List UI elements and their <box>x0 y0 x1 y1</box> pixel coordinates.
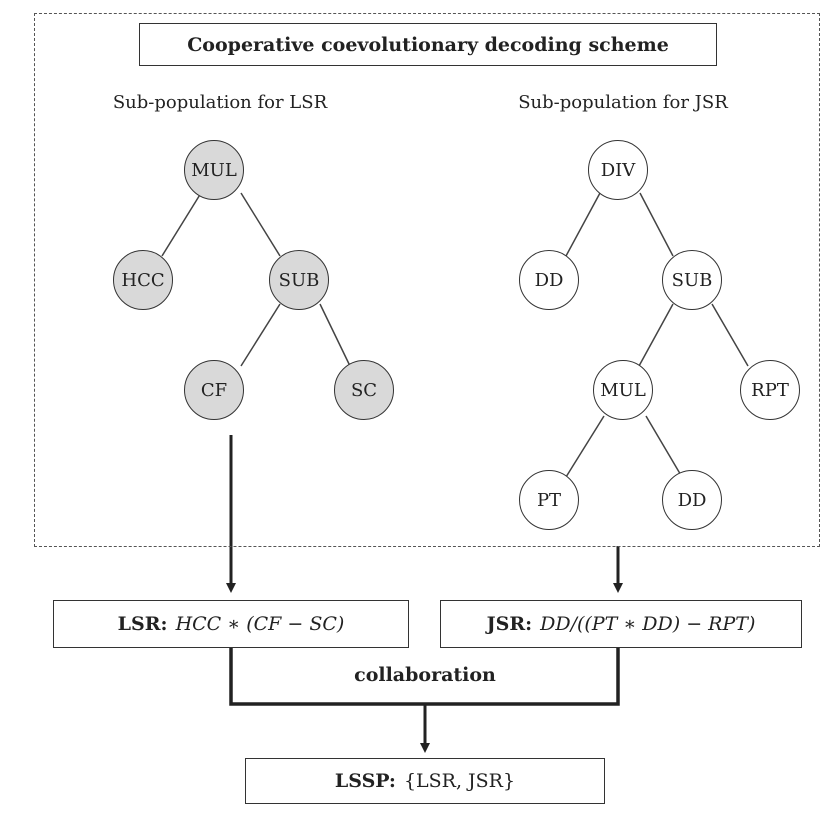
lsr-node-hcc: HCC <box>113 250 173 310</box>
lsr-node-cf: CF <box>184 360 244 420</box>
lssp-result-box: LSSP: {LSR, JSR} <box>245 758 605 804</box>
jsr-node-dd-leaf: DD <box>662 470 722 530</box>
jsr-node-rpt: RPT <box>740 360 800 420</box>
decoding-scheme-frame <box>34 13 820 547</box>
lsr-result-box: LSR: HCC ∗ (CF − SC) <box>53 600 409 648</box>
jsr-tree-edges <box>565 192 749 478</box>
lsr-subpopulation-label: Sub-population for LSR <box>112 92 328 113</box>
jsr-result-expression: DD/((PT ∗ DD) − RPT) <box>540 613 756 635</box>
jsr-node-sub: SUB <box>662 250 722 310</box>
jsr-subpopulation-label: Sub-population for JSR <box>518 92 728 113</box>
lsr-node-sub: SUB <box>269 250 329 310</box>
lsr-node-mul: MUL <box>184 140 244 200</box>
lsr-result-expression: HCC ∗ (CF − SC) <box>175 613 345 635</box>
lsr-tree-edges <box>161 192 351 367</box>
jsr-result-box: JSR: DD/((PT ∗ DD) − RPT) <box>440 600 802 648</box>
lssp-result-label: LSSP: <box>334 770 396 792</box>
lsr-node-sc: SC <box>334 360 394 420</box>
jsr-node-mul: MUL <box>593 360 653 420</box>
jsr-node-pt: PT <box>519 470 579 530</box>
jsr-node-dd: DD <box>519 250 579 310</box>
jsr-node-div: DIV <box>588 140 648 200</box>
lssp-result-expression: {LSR, JSR} <box>403 770 516 792</box>
lsr-result-label: LSR: <box>117 613 168 635</box>
scheme-title: Cooperative coevolutionary decoding sche… <box>139 23 717 66</box>
collaboration-label: collaboration <box>354 664 496 686</box>
jsr-result-label: JSR: <box>486 613 533 635</box>
